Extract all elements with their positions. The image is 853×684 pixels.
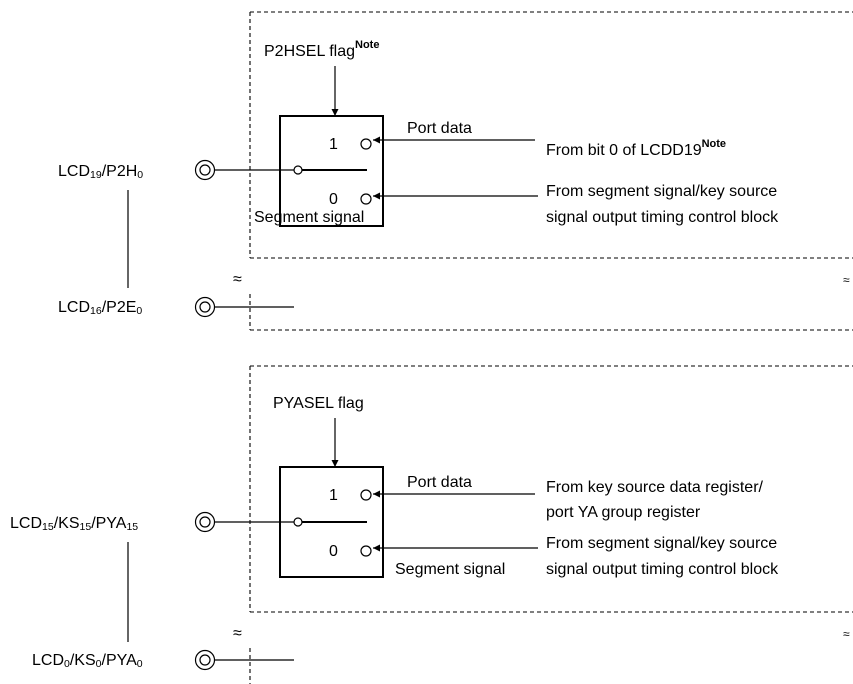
pin-lcd15-terminal-inner [199,516,211,528]
bottom-input-0-label: 0 [329,543,338,560]
p2hsel-flag-label: P2HSEL flagNote [264,39,379,60]
bottom-port-source-line2: port YA group register [546,504,701,521]
bottom-break-mark-right: ≈ [843,627,850,641]
pin-lcd16-terminal-inner [199,301,211,313]
top-input-1-label: 1 [329,136,338,153]
pin-lcd0-terminal-inner [199,654,211,666]
bottom-port-source-line1: From key source data register/ [546,479,764,496]
top-input-0-terminal [360,193,372,205]
bottom-input-1-label: 1 [329,487,338,504]
pin-lcd0-ks0-pya0-label: LCD0/KS0/PYA0 [32,652,143,670]
top-break-mark-left: ≈ [233,271,242,288]
bottom-segment-source-line1: From segment signal/key source [546,535,777,552]
pin-lcd16-p2e0-label: LCD16/P2E0 [58,299,142,317]
bottom-block: ≈ ≈ PYASEL flag 1 0 Port data From key s… [10,365,853,684]
bottom-segment-source-line2: signal output timing control block [546,561,779,578]
top-switch-pivot [293,165,303,175]
top-input-0-label: 0 [329,191,338,208]
bottom-port-data-label: Port data [407,474,472,491]
pin-lcd19-terminal-inner [199,164,211,176]
top-port-data-label: Port data [407,120,472,137]
bottom-break-mark-left: ≈ [233,625,242,642]
top-input-1-terminal [360,138,372,150]
top-port-source-label: From bit 0 of LCDD19Note [546,138,726,159]
top-segment-source-line1: From segment signal/key source [546,183,777,200]
bottom-switch-pivot [293,517,303,527]
top-break-mark-right: ≈ [843,273,850,287]
bottom-segment-signal-label: Segment signal [395,561,505,578]
top-block: ≈ ≈ P2HSEL flagNote 1 0 Port data From b… [58,11,853,331]
pin-lcd15-ks15-pya15-label: LCD15/KS15/PYA15 [10,515,138,533]
pyasel-flag-label: PYASEL flag [273,395,364,412]
top-chip-boundary-upper [249,11,853,259]
bottom-input-0-terminal [360,545,372,557]
top-chip-boundary-lower [249,294,853,331]
bottom-chip-boundary-upper [249,365,853,613]
top-segment-source-line2: signal output timing control block [546,209,779,226]
pin-lcd19-p2h0-label: LCD19/P2H0 [58,163,143,181]
bottom-input-1-terminal [360,489,372,501]
top-segment-signal-label: Segment signal [254,209,364,226]
